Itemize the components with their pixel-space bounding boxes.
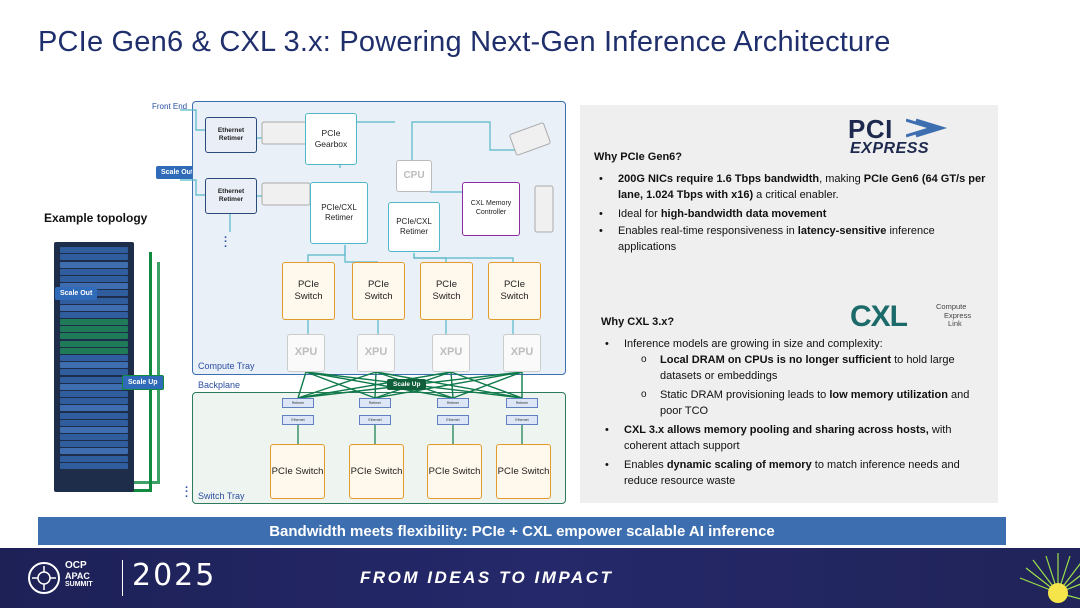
rack-slot [60, 434, 128, 441]
pcie-cxl-retimer-2: PCIe/CXL Retimer [388, 202, 440, 252]
rack-slot [60, 283, 128, 290]
pci-logo-arrow-icon [906, 118, 948, 138]
rack-slot [60, 311, 128, 318]
pcie-bullet-2: •Ideal for high-bandwidth data movement [599, 208, 827, 220]
rack-slot [60, 340, 128, 347]
switch-tray-pcie-switch-4: PCIe Switch [496, 444, 551, 499]
switch-tray-ethernet-1: Ethernet [282, 415, 314, 425]
rack-slot [60, 455, 128, 462]
rack-slot [60, 383, 128, 390]
rack-scale-out-tag: Scale Out [55, 287, 98, 300]
footer-divider [122, 560, 123, 596]
compute-pcie-switch-3: PCIe Switch [420, 262, 473, 320]
rack-scale-up-tag: Scale Up [122, 375, 164, 390]
rack-slot [60, 369, 128, 376]
xpu-4: XPU [503, 334, 541, 372]
topology-label: Example topology [44, 211, 148, 225]
switch-tray-pcie-switch-1: PCIe Switch [270, 444, 325, 499]
rack-slot [60, 448, 128, 455]
rack-slot [60, 462, 128, 469]
ocp-logo-icon [28, 562, 60, 594]
rack-slot [60, 441, 128, 448]
switch-tray-retimer-4: Retimer [506, 398, 538, 408]
pcie-gearbox: PCIe Gearbox [305, 113, 357, 165]
pci-express-logo: PCI EXPRESS [848, 114, 954, 160]
pci-logo-top: PCI [848, 114, 893, 144]
pcie-cxl-retimer-1: PCIe/CXL Retimer [310, 182, 368, 244]
sunburst-decoration-icon [1019, 553, 1080, 603]
rack-slot [60, 333, 128, 340]
ocp-summit-text: OCP APAC SUMMIT [65, 560, 93, 588]
rack-slot [60, 247, 128, 254]
page-title: PCIe Gen6 & CXL 3.x: Powering Next-Gen I… [38, 26, 891, 58]
compute-tray-label: Compute Tray [198, 361, 255, 371]
front-end-label: Front End [152, 102, 188, 111]
pcie-bullet-1: •200G NICs require 1.6 Tbps bandwidth, m… [599, 173, 986, 201]
rack-slot [60, 319, 128, 326]
cxl-logo-sub: Compute Express Link [936, 302, 972, 329]
rack-slot [60, 426, 128, 433]
more-switches-dots: ··· [185, 482, 189, 503]
switch-tray-ethernet-2: Ethernet [359, 415, 391, 425]
scale-out-tag: Scale Out [156, 166, 199, 179]
xpu-1: XPU [287, 334, 325, 372]
switch-tray-label: Switch Tray [198, 491, 245, 501]
rack-slot [60, 412, 128, 419]
rack-slot [60, 261, 128, 268]
switch-tray-retimer-3: Retimer [437, 398, 469, 408]
rack-slot [60, 347, 128, 354]
xpu-2: XPU [357, 334, 395, 372]
cxl-heading: Why CXL 3.x? [601, 316, 675, 328]
summary-banner: Bandwidth meets flexibility: PCIe + CXL … [38, 517, 1006, 545]
cxl-bullet-1: •Inference models are growing in size an… [605, 338, 883, 350]
info-panel [580, 105, 998, 503]
pcie-heading: Why PCIe Gen6? [594, 151, 683, 163]
rack-slot [60, 268, 128, 275]
backplane-scale-up-tag: Scale Up [387, 379, 427, 390]
rack-slot [60, 390, 128, 397]
rack-slot [60, 304, 128, 311]
summit-slogan: FROM IDEAS TO IMPACT [360, 568, 614, 587]
switch-tray-pcie-switch-3: PCIe Switch [427, 444, 482, 499]
switch-tray-ethernet-3: Ethernet [437, 415, 469, 425]
switch-tray-ethernet-4: Ethernet [506, 415, 538, 425]
rack-slot [60, 405, 128, 412]
compute-pcie-switch-4: PCIe Switch [488, 262, 541, 320]
rack-slot [60, 419, 128, 426]
compute-pcie-switch-1: PCIe Switch [282, 262, 335, 320]
rack-slot [60, 355, 128, 361]
cxl-logo-word: CXL [850, 300, 908, 333]
xpu-3: XPU [432, 334, 470, 372]
rack-slot [60, 297, 128, 304]
more-retimers-dots: ··· [224, 232, 228, 253]
footer: OCP APAC SUMMIT 2025 FROM IDEAS TO IMPAC… [0, 548, 1080, 608]
ethernet-retimer-1: Ethernet Retimer [205, 117, 257, 153]
switch-tray-pcie-switch-2: PCIe Switch [349, 444, 404, 499]
rack-slot [60, 362, 128, 369]
cxl-bullet-3: •Enables dynamic scaling of memory to ma… [605, 459, 960, 487]
rack-slot [60, 254, 128, 261]
ethernet-retimer-2: Ethernet Retimer [205, 178, 257, 214]
rack-image [54, 242, 134, 492]
cpu: CPU [396, 160, 432, 192]
cxl-memory-controller: CXL Memory Controller [462, 182, 520, 236]
switch-tray-retimer-1: Retimer [282, 398, 314, 408]
pci-logo-bottom: EXPRESS [850, 140, 930, 157]
rack-slot [60, 398, 128, 405]
cxl-logo: CXL Compute Express Link [850, 300, 990, 336]
pcie-bullet-3: •Enables real-time responsiveness in lat… [599, 225, 935, 253]
switch-tray-retimer-2: Retimer [359, 398, 391, 408]
rack-slot [60, 275, 128, 282]
backplane-label: Backplane [198, 380, 241, 390]
compute-pcie-switch-2: PCIe Switch [352, 262, 405, 320]
rack-slot [60, 376, 128, 383]
cxl-bullet-2: •CXL 3.x allows memory pooling and shari… [605, 424, 952, 452]
summit-year: 2025 [132, 558, 217, 593]
rack-slot [60, 326, 128, 333]
